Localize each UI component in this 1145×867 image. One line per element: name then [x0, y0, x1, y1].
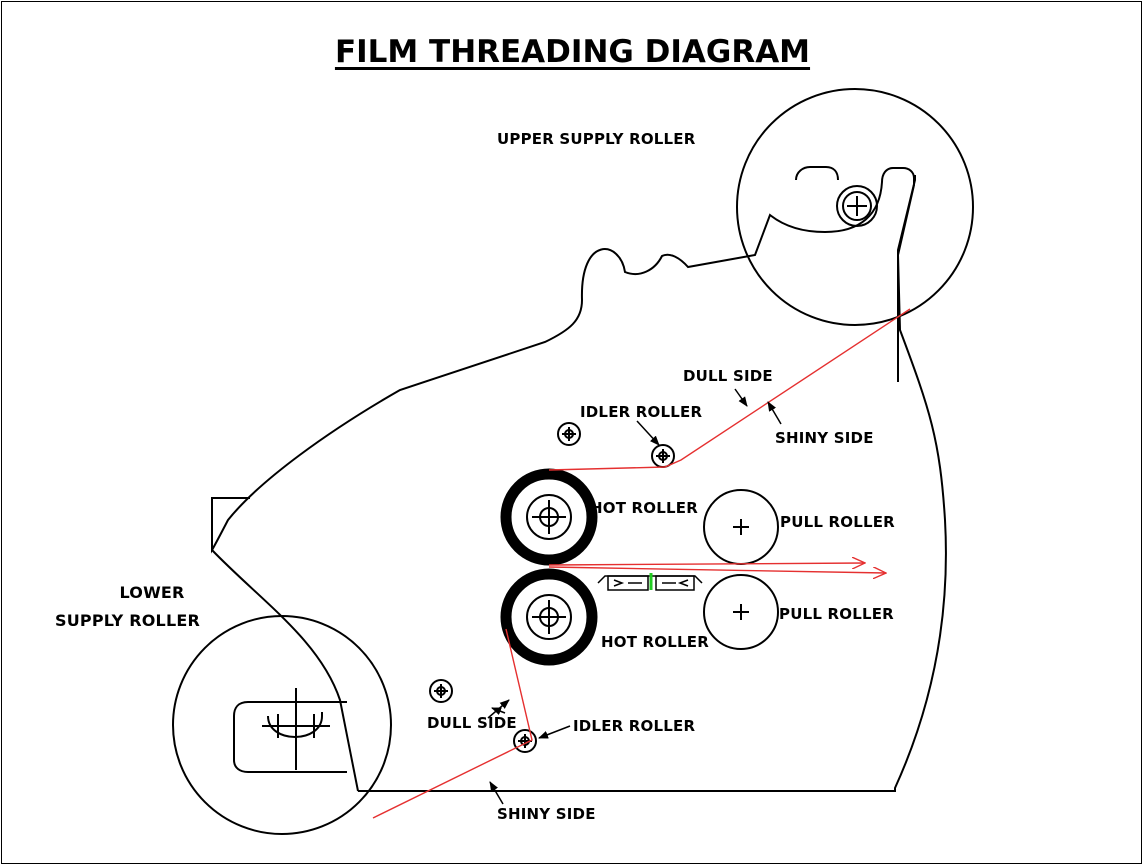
idler-roller-upper: [651, 444, 675, 468]
idler-roller-lower: [513, 729, 537, 753]
hot-roller-bottom: [500, 568, 598, 666]
hot-roller-top-label: HOT ROLLER: [590, 499, 698, 517]
hot-roller-top: [500, 468, 598, 566]
machine-side-frame: [211, 167, 947, 792]
shiny-side-top-label: SHINY SIDE: [775, 429, 874, 447]
pull-roller-top-label: PULL ROLLER: [780, 513, 895, 531]
dull-side-bottom-label: DULL SIDE: [427, 714, 517, 732]
dull-side-top-label: DULL SIDE: [683, 367, 773, 385]
idler-roller-bottom-label: IDLER ROLLER: [573, 717, 696, 735]
lower-supply-roller: [172, 615, 392, 835]
pull-roller-top: [703, 489, 779, 565]
hot-roller-bottom-label: HOT ROLLER: [601, 633, 709, 651]
lower-supply-roller-label-line1: LOWER: [119, 583, 185, 602]
upper-supply-roller-label: UPPER SUPPLY ROLLER: [497, 130, 696, 148]
shiny-side-bottom-label: SHINY SIDE: [497, 805, 596, 823]
upper-supply-roller: [736, 88, 974, 382]
lower-supply-roller-label-line2: SUPPLY ROLLER: [55, 611, 200, 630]
idler-roller-lower-left: [429, 679, 453, 703]
idler-roller-upper-left: [557, 422, 581, 446]
film-path: [372, 308, 911, 819]
idler-roller-top-label: IDLER ROLLER: [580, 403, 703, 421]
pull-roller-bottom: [703, 574, 779, 650]
pointer-arrows: [487, 388, 782, 805]
frame-lower-left-edge: [211, 549, 359, 792]
center-guide-bar: [597, 573, 703, 591]
pull-roller-bottom-label: PULL ROLLER: [779, 605, 894, 623]
diagram-title: FILM THREADING DIAGRAM: [334, 34, 811, 70]
